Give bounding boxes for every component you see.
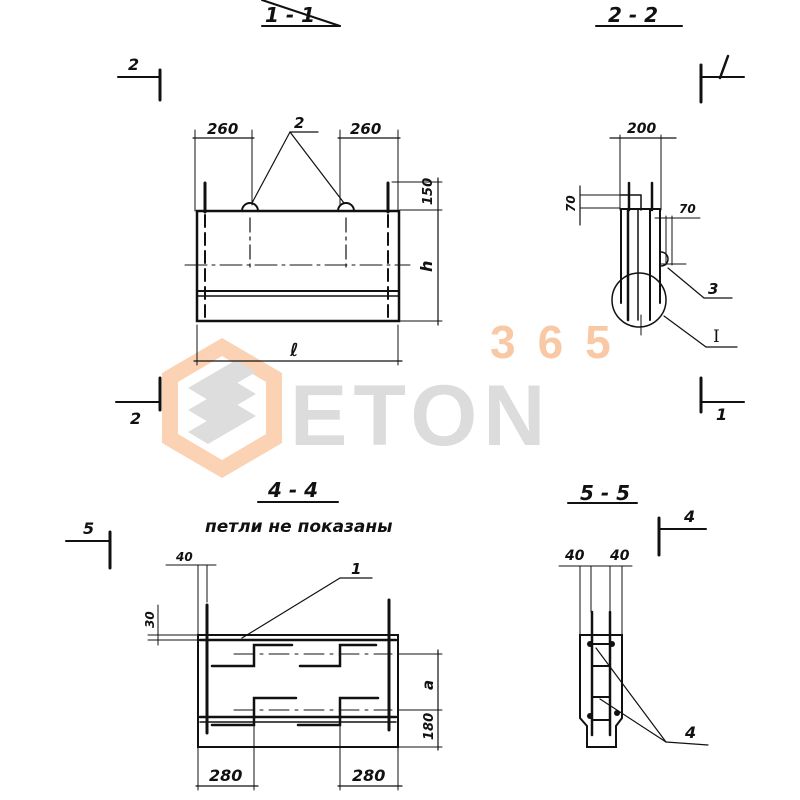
leader-2: 2: [294, 114, 304, 132]
dim-70-right: 70: [679, 202, 696, 216]
cut-mark-5: 5: [65, 519, 112, 570]
svg-text:2: 2: [128, 55, 139, 74]
section-4-4-title: 4 - 4: [267, 478, 318, 502]
dim-180: 180: [422, 713, 437, 740]
section-2-2-title: 2 - 2: [608, 3, 658, 27]
svg-text:5: 5: [83, 519, 94, 538]
cut-mark-4: 4: [657, 507, 707, 557]
cut-mark-2-top: 2: [117, 55, 162, 102]
section-4-4-note: петли не показаны: [205, 517, 393, 537]
dim-h: h: [417, 261, 436, 272]
svg-text:2: 2: [130, 409, 141, 428]
dim-200: 200: [627, 121, 656, 137]
dim-30: 30: [143, 611, 157, 628]
dim-a: a: [419, 680, 437, 690]
section-2-2: 2 - 2 1 200 70: [564, 3, 745, 424]
svg-text:1: 1: [716, 405, 727, 424]
dim-260-left: 260: [207, 120, 238, 138]
cut-mark-1-top: [699, 54, 745, 104]
section-4-4: 4 - 4 петли не показаны 5 40 30 1: [65, 478, 443, 791]
section-5-5: 5 - 5 4 40 40 4: [558, 481, 709, 748]
leader-I: I: [713, 327, 720, 347]
svg-text:4: 4: [683, 507, 695, 526]
section-1-1: 1 - 1 2 2 260: [115, 0, 443, 428]
dim-40-left: 40: [564, 548, 585, 564]
cut-mark-1-bottom: 1: [699, 376, 745, 424]
dim-40-right: 40: [609, 548, 630, 564]
section-5-5-title: 5 - 5: [580, 481, 630, 505]
dim-40: 40: [175, 550, 193, 564]
leader-3: 3: [708, 280, 718, 298]
leader-1: 1: [351, 560, 361, 578]
beton-logo-icon: [162, 338, 282, 478]
dim-150: 150: [421, 178, 436, 205]
dim-280-left: 280: [209, 766, 242, 785]
leader-4: 4: [684, 723, 696, 742]
cut-mark-2-bottom: 2: [115, 376, 162, 428]
dim-260-right: 260: [350, 120, 381, 138]
dim-l: ℓ: [289, 340, 299, 361]
dim-70-left: 70: [564, 195, 578, 212]
dim-280-right: 280: [352, 766, 385, 785]
watermark-eton: ETON: [290, 368, 551, 464]
watermark-365: 365: [490, 316, 633, 368]
